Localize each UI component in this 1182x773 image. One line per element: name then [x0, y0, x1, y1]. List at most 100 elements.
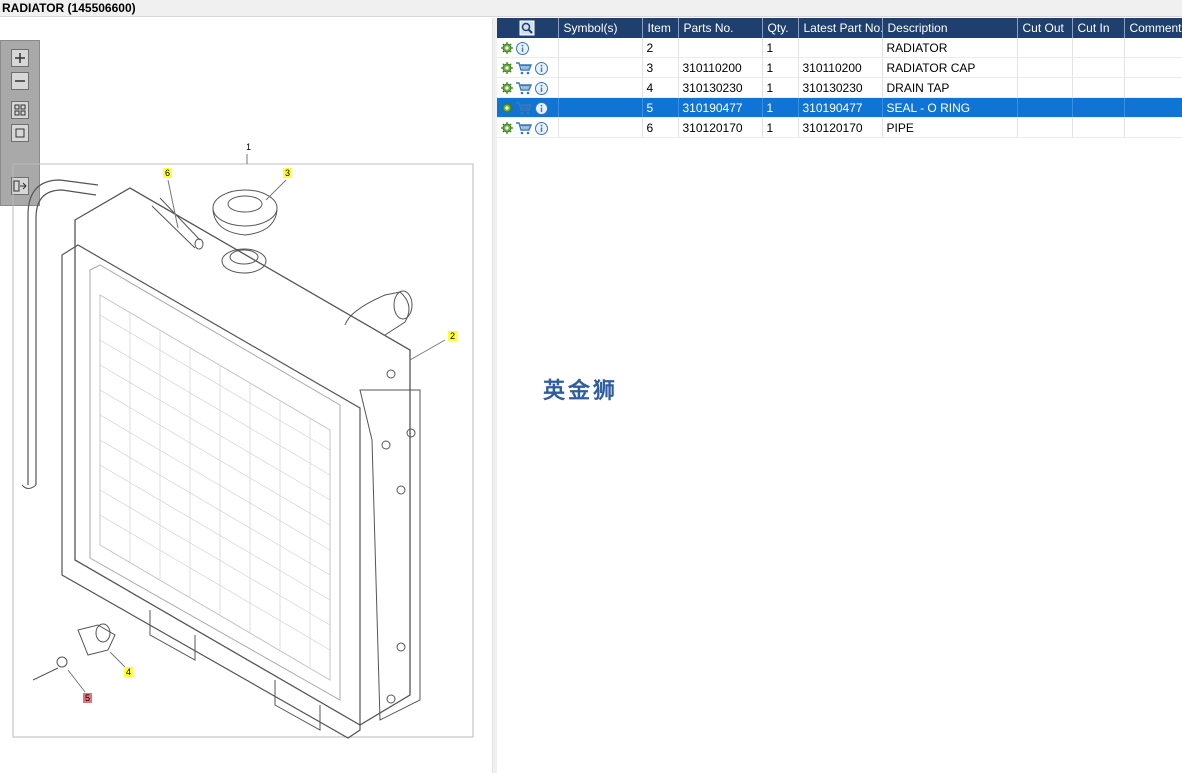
header-symbols[interactable]: Symbol(s): [558, 18, 643, 38]
header-cut-in[interactable]: Cut In: [1072, 18, 1125, 38]
radiator-diagram: [12, 154, 474, 739]
cell-comment: [1124, 77, 1182, 98]
info-icon[interactable]: [535, 81, 548, 95]
cart-icon[interactable]: [516, 81, 532, 95]
cell-description: RADIATOR: [882, 38, 1018, 58]
info-icon[interactable]: [535, 121, 548, 135]
info-icon[interactable]: [516, 41, 529, 55]
grid-icon: [14, 104, 26, 116]
info-icon[interactable]: [535, 101, 548, 115]
cart-icon[interactable]: [516, 121, 532, 135]
export-button[interactable]: [11, 177, 29, 195]
cell-symbols: [558, 117, 643, 138]
row-actions: [497, 117, 559, 138]
callout-5[interactable]: 5: [83, 693, 93, 703]
watermark: 英金狮: [543, 379, 619, 404]
callout-1: 1: [246, 142, 252, 152]
row-actions: [497, 97, 559, 118]
cell-cut-in: [1072, 117, 1125, 138]
cell-comment: [1124, 97, 1182, 118]
header-latest-part-no[interactable]: Latest Part No.: [798, 18, 883, 38]
info-icon[interactable]: [535, 61, 548, 75]
header-parts-no[interactable]: Parts No.: [678, 18, 763, 38]
cell-comment: [1124, 57, 1182, 78]
gear-icon[interactable]: [501, 122, 513, 135]
cell-qty: 1: [762, 38, 799, 58]
gear-icon[interactable]: [501, 82, 513, 95]
header-cut-out[interactable]: Cut Out: [1017, 18, 1073, 38]
actual-size-button[interactable]: [11, 124, 29, 142]
plus-icon: [15, 53, 25, 63]
cell-qty: 1: [762, 97, 799, 118]
cell-parts-no: 310110200: [678, 57, 763, 78]
header-description[interactable]: Description: [882, 18, 1018, 38]
header-item[interactable]: Item: [642, 18, 679, 38]
fit-button[interactable]: [11, 101, 29, 119]
zoom-out-button[interactable]: [11, 72, 29, 90]
cell-cut-out: [1017, 57, 1073, 78]
zoom-in-button[interactable]: [11, 49, 29, 67]
cell-cut-out: [1017, 97, 1073, 118]
table-row[interactable]: 2 1 RADIATOR: [497, 38, 1182, 58]
cell-item: 5: [642, 97, 679, 118]
gear-icon[interactable]: [501, 102, 513, 115]
cell-cut-in: [1072, 77, 1125, 98]
gear-icon[interactable]: [501, 42, 513, 55]
pane-splitter[interactable]: [492, 18, 497, 773]
cell-latest-part-no: 310130230: [798, 77, 883, 98]
cell-qty: 1: [762, 57, 799, 78]
cell-item: 6: [642, 117, 679, 138]
cell-symbols: [558, 97, 643, 118]
cell-cut-in: [1072, 97, 1125, 118]
search-icon: [519, 20, 535, 36]
cell-cut-out: [1017, 77, 1073, 98]
cell-parts-no: [678, 38, 763, 58]
cell-parts-no: 310120170: [678, 117, 763, 138]
cell-symbols: [558, 38, 643, 58]
row-actions: [497, 38, 559, 58]
cell-item: 3: [642, 57, 679, 78]
cell-symbols: [558, 57, 643, 78]
cell-symbols: [558, 77, 643, 98]
export-icon: [13, 180, 27, 192]
header-comment[interactable]: Comment: [1124, 18, 1182, 38]
cell-comment: [1124, 117, 1182, 138]
cell-parts-no: 310130230: [678, 77, 763, 98]
cell-description: RADIATOR CAP: [882, 57, 1018, 78]
cell-description: SEAL - O RING: [882, 97, 1018, 118]
table-header: Symbol(s) Item Parts No. Qty. Latest Par…: [497, 18, 1182, 38]
cart-icon[interactable]: [516, 61, 532, 75]
header-qty[interactable]: Qty.: [762, 18, 799, 38]
parts-list-pane: Symbol(s) Item Parts No. Qty. Latest Par…: [497, 18, 1182, 773]
row-actions: [497, 57, 559, 78]
cell-qty: 1: [762, 117, 799, 138]
minus-icon: [15, 80, 25, 82]
cell-parts-no: 310190477: [678, 97, 763, 118]
cart-icon[interactable]: [516, 101, 532, 115]
cell-latest-part-no: 310120170: [798, 117, 883, 138]
cell-cut-out: [1017, 38, 1073, 58]
callout-3[interactable]: 3: [283, 168, 293, 178]
diagram-toolbar: [0, 40, 40, 206]
callout-6[interactable]: 6: [163, 168, 173, 178]
header-search[interactable]: [497, 18, 559, 38]
cell-latest-part-no: 310190477: [798, 97, 883, 118]
cell-item: 2: [642, 38, 679, 58]
cell-cut-out: [1017, 117, 1073, 138]
square-icon: [15, 128, 25, 138]
callout-4[interactable]: 4: [124, 667, 134, 677]
gear-icon[interactable]: [501, 62, 513, 75]
parts-table: Symbol(s) Item Parts No. Qty. Latest Par…: [497, 18, 1182, 138]
cell-comment: [1124, 38, 1182, 58]
cell-latest-part-no: [798, 38, 883, 58]
row-actions: [497, 77, 559, 98]
cell-cut-in: [1072, 57, 1125, 78]
cell-description: PIPE: [882, 117, 1018, 138]
cell-description: DRAIN TAP: [882, 77, 1018, 98]
window-title: RADIATOR (145506600): [0, 0, 1182, 17]
callout-2[interactable]: 2: [448, 331, 458, 341]
